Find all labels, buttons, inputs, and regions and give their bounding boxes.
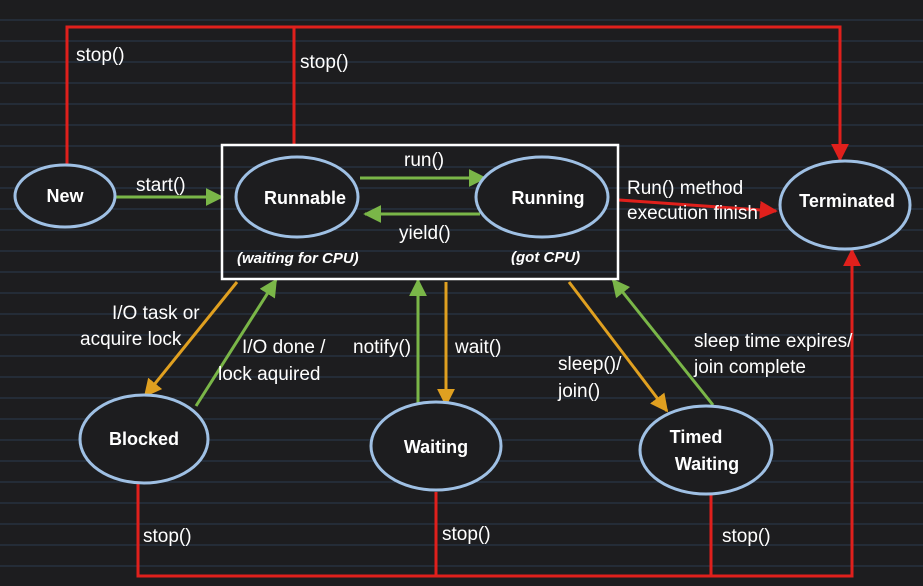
state-blocked-label: Blocked [109,429,179,449]
label-sleep-expires-2: join complete [693,357,806,378]
state-waiting: Waiting [369,400,503,492]
state-running-label: Running [512,188,585,208]
state-timed-waiting-label-2: Waiting [675,454,739,474]
label-sleep-1: sleep()/ [558,354,622,375]
arrow-running-to-terminated [618,198,778,219]
label-stop-runnable: stop() [300,52,349,73]
label-io-done-2: lock aquired [218,364,320,385]
label-sleep-expires-1: sleep time expires/ [694,331,853,352]
label-run-method-2: execution finish [627,203,758,224]
runnable-running-box [220,143,620,281]
arrow-sleep-expires [611,278,715,406]
label-run-method-1: Run() method [627,178,743,199]
label-notify: notify() [353,337,411,358]
label-run: run() [404,150,444,171]
runnable-sublabel: (waiting for CPU) [237,250,359,267]
state-timed-waiting-label-1: Timed [670,427,723,447]
label-stop-blocked: stop() [143,526,192,547]
arrow-sleep [567,281,669,413]
state-blocked: Blocked [78,393,210,485]
label-io-task-2: acquire lock [80,329,182,350]
state-timed-waiting: Timed Waiting [638,404,774,496]
stop-path-new-to-terminated [65,25,849,165]
state-new-label: New [46,186,84,206]
state-waiting-label: Waiting [404,437,468,457]
state-terminated: Terminated [778,159,912,251]
label-io-done-1: I/O done / [242,337,326,358]
state-runnable-label: Runnable [264,188,346,208]
label-yield: yield() [399,223,451,244]
label-stop-new: stop() [76,45,125,66]
state-terminated-label: Terminated [799,191,895,211]
state-new: New [13,163,117,229]
arrow-io-task [143,281,239,398]
arrow-io-done [194,278,278,407]
state-running: Running [474,155,610,239]
label-stop-waiting: stop() [442,524,491,545]
stop-path-bottom-to-terminated [136,248,861,578]
label-io-task-1: I/O task or [112,303,200,324]
label-stop-timed: stop() [722,526,771,547]
label-wait: wait() [454,337,501,358]
label-sleep-2: join() [557,381,600,402]
label-start: start() [136,175,186,196]
state-runnable: Runnable [234,155,360,239]
running-sublabel: (got CPU) [511,249,580,266]
